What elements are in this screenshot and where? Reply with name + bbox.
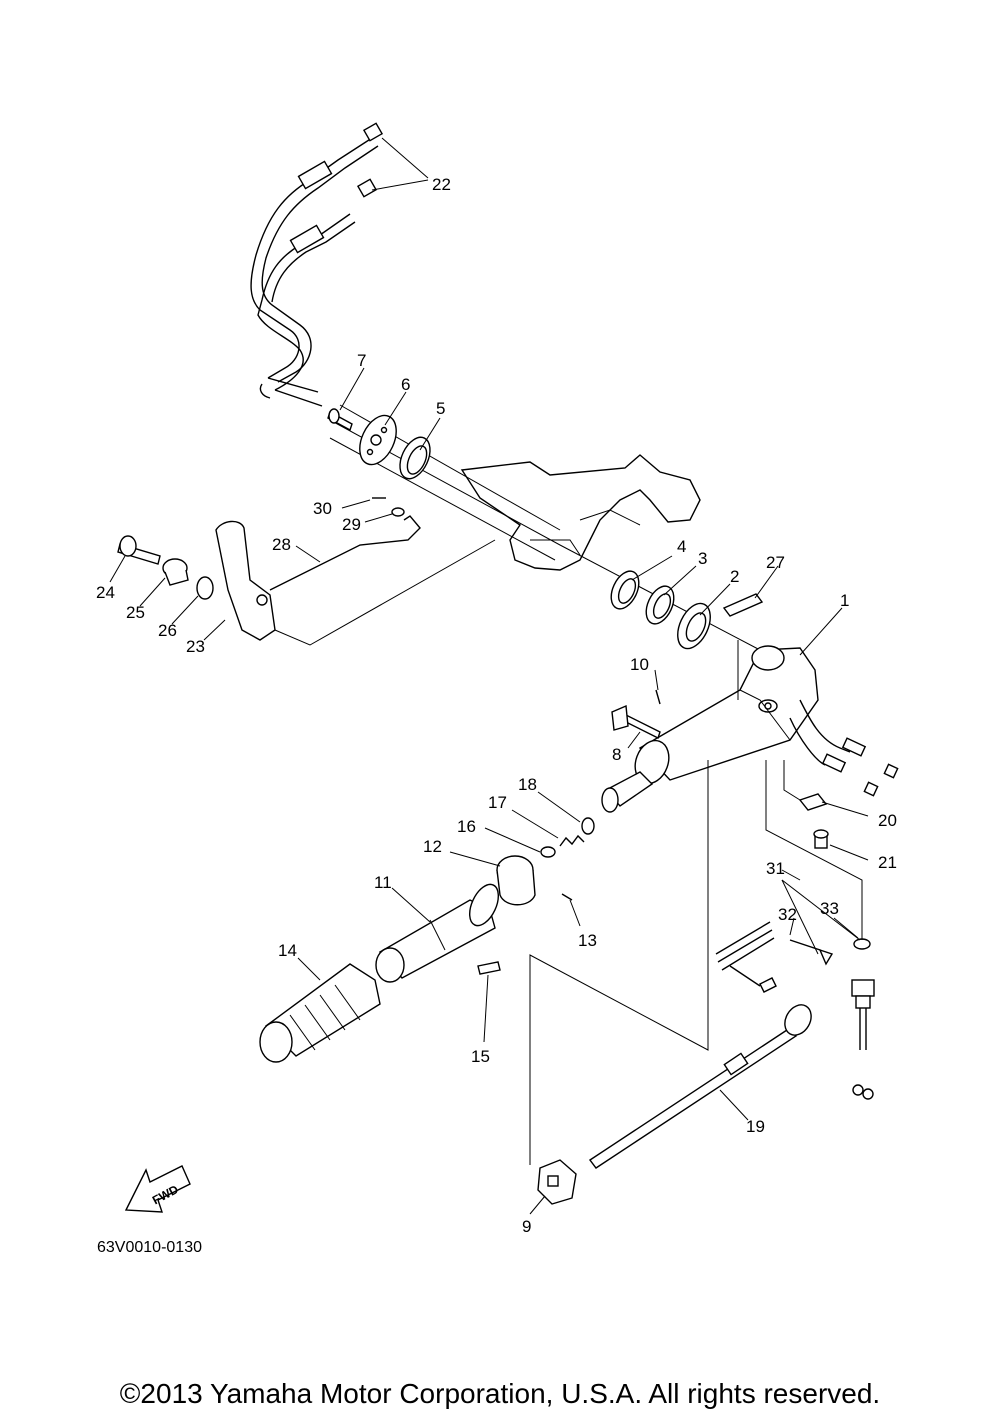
part-23-lever bbox=[215, 520, 276, 641]
callout-32: 32 bbox=[778, 905, 797, 924]
callout-12: 12 bbox=[423, 837, 442, 856]
part-5-ring bbox=[399, 436, 431, 480]
part-13-pin bbox=[561, 893, 573, 901]
callout-labels: 1 2 3 4 5 6 7 8 9 10 11 12 13 14 15 16 1… bbox=[96, 175, 897, 1236]
forward-direction-arrow: FWD bbox=[124, 1165, 191, 1213]
part-12-collar bbox=[496, 855, 536, 906]
callout-6: 6 bbox=[401, 375, 410, 394]
part-31-lead bbox=[789, 939, 834, 966]
part-27-plate bbox=[722, 593, 764, 617]
callout-11: 11 bbox=[374, 873, 392, 892]
part-32-spring bbox=[715, 921, 777, 993]
callout-13: 13 bbox=[578, 931, 597, 950]
callout-2: 2 bbox=[730, 567, 739, 586]
callout-3: 3 bbox=[698, 549, 707, 568]
callout-17: 17 bbox=[488, 793, 507, 812]
callout-25: 25 bbox=[126, 603, 145, 622]
steering-bracket bbox=[460, 454, 701, 571]
callout-10: 10 bbox=[630, 655, 649, 674]
callout-9: 9 bbox=[522, 1217, 531, 1236]
callout-15: 15 bbox=[471, 1047, 490, 1066]
callout-1: 1 bbox=[840, 591, 849, 610]
part-29-washer bbox=[391, 507, 405, 517]
callout-21: 21 bbox=[878, 853, 897, 872]
part-24-bolt bbox=[117, 535, 161, 565]
diagram-code: 63V0010-0130 bbox=[97, 1239, 202, 1256]
callout-33: 33 bbox=[820, 899, 839, 918]
callout-24: 24 bbox=[96, 583, 115, 602]
callout-18: 18 bbox=[518, 775, 537, 794]
part-6-flange bbox=[359, 414, 397, 466]
part-9-clip bbox=[537, 1159, 577, 1205]
callout-4: 4 bbox=[677, 537, 686, 556]
washers-2-3-4 bbox=[610, 570, 711, 650]
callout-7: 7 bbox=[357, 351, 366, 370]
throttle-cables bbox=[250, 122, 429, 407]
part-33-stop-switch bbox=[851, 938, 875, 1100]
part-14-throttle-grip bbox=[259, 963, 381, 1063]
part-28-link-rod bbox=[269, 515, 421, 591]
part-19-throttle-shaft bbox=[588, 1004, 812, 1169]
part-21-bolt bbox=[813, 829, 829, 849]
callout-5: 5 bbox=[436, 399, 445, 418]
part-20-plate bbox=[798, 793, 828, 811]
part-26-washer bbox=[196, 576, 214, 600]
part-25-collar bbox=[162, 558, 189, 586]
callout-23: 23 bbox=[186, 637, 205, 656]
part-11-grip-sleeve bbox=[375, 883, 500, 983]
callout-20: 20 bbox=[878, 811, 897, 830]
parts-16-17-18 bbox=[540, 817, 595, 858]
callout-8: 8 bbox=[612, 745, 621, 764]
callout-30: 30 bbox=[313, 499, 332, 518]
copyright-notice: ©2013 Yamaha Motor Corporation, U.S.A. A… bbox=[119, 1378, 881, 1409]
part-7-bolt bbox=[327, 408, 353, 432]
part-10-pin bbox=[655, 689, 661, 705]
callout-29: 29 bbox=[342, 515, 361, 534]
part-8-screw bbox=[611, 704, 661, 739]
callout-16: 16 bbox=[457, 817, 476, 836]
part-1-steering-handle bbox=[601, 645, 899, 813]
callout-19: 19 bbox=[746, 1117, 765, 1136]
callout-27: 27 bbox=[766, 553, 785, 572]
callout-26: 26 bbox=[158, 621, 177, 640]
callout-28: 28 bbox=[272, 535, 291, 554]
callout-14: 14 bbox=[278, 941, 297, 960]
callout-31: 31 bbox=[766, 859, 785, 878]
part-15-screw bbox=[477, 961, 501, 975]
leader-lines bbox=[109, 367, 869, 1215]
callout-22: 22 bbox=[432, 175, 451, 194]
